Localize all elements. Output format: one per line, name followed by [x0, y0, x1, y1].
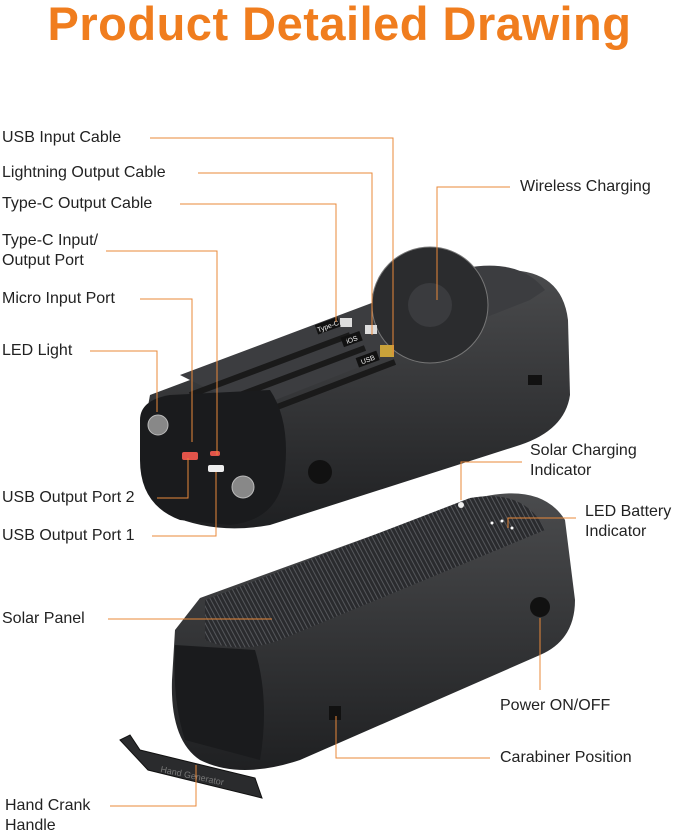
label-hand-crank-line2: Handle — [5, 817, 56, 834]
page-title: Product Detailed Drawing — [47, 0, 632, 50]
label-carabiner-position: Carabiner Position — [500, 749, 632, 766]
label-type-c-io-port-line1: Type-C Input/ — [2, 232, 99, 249]
label-wireless-charging: Wireless Charging — [520, 178, 651, 195]
label-type-c-output-cable: Type-C Output Cable — [2, 195, 153, 212]
label-solar-charging-indicator-line2: Indicator — [530, 462, 592, 479]
label-led-battery-indicator-line1: LED Battery — [585, 503, 672, 520]
label-type-c-io-port-line2: Output Port — [2, 252, 84, 269]
label-power-on-off: Power ON/OFF — [500, 697, 611, 714]
label-solar-panel: Solar Panel — [2, 610, 85, 627]
power-bank-back: Hand Generator — [119, 493, 575, 799]
power-bank-front: Type-C iOS USB — [140, 246, 570, 529]
cable-tag-ios-text: iOS — [345, 335, 359, 346]
label-micro-input-port: Micro Input Port — [2, 290, 115, 307]
cable-tag-usb: USB — [355, 350, 380, 368]
label-lightning-output-cable: Lightning Output Cable — [2, 164, 166, 181]
label-usb-output-port-2: USB Output Port 2 — [2, 489, 135, 506]
leader-lines — [90, 137, 576, 807]
label-solar-charging-indicator-line1: Solar Charging — [530, 442, 637, 459]
cable-tag-ios: iOS — [340, 330, 363, 348]
label-led-battery-indicator-line2: Indicator — [585, 523, 647, 540]
label-usb-output-port-1: USB Output Port 1 — [2, 527, 135, 544]
label-usb-input-cable: USB Input Cable — [2, 129, 122, 146]
label-led-light: LED Light — [2, 342, 73, 359]
label-hand-crank-line1: Hand Crank — [5, 797, 91, 814]
cable-tag-usb-text: USB — [360, 355, 376, 367]
